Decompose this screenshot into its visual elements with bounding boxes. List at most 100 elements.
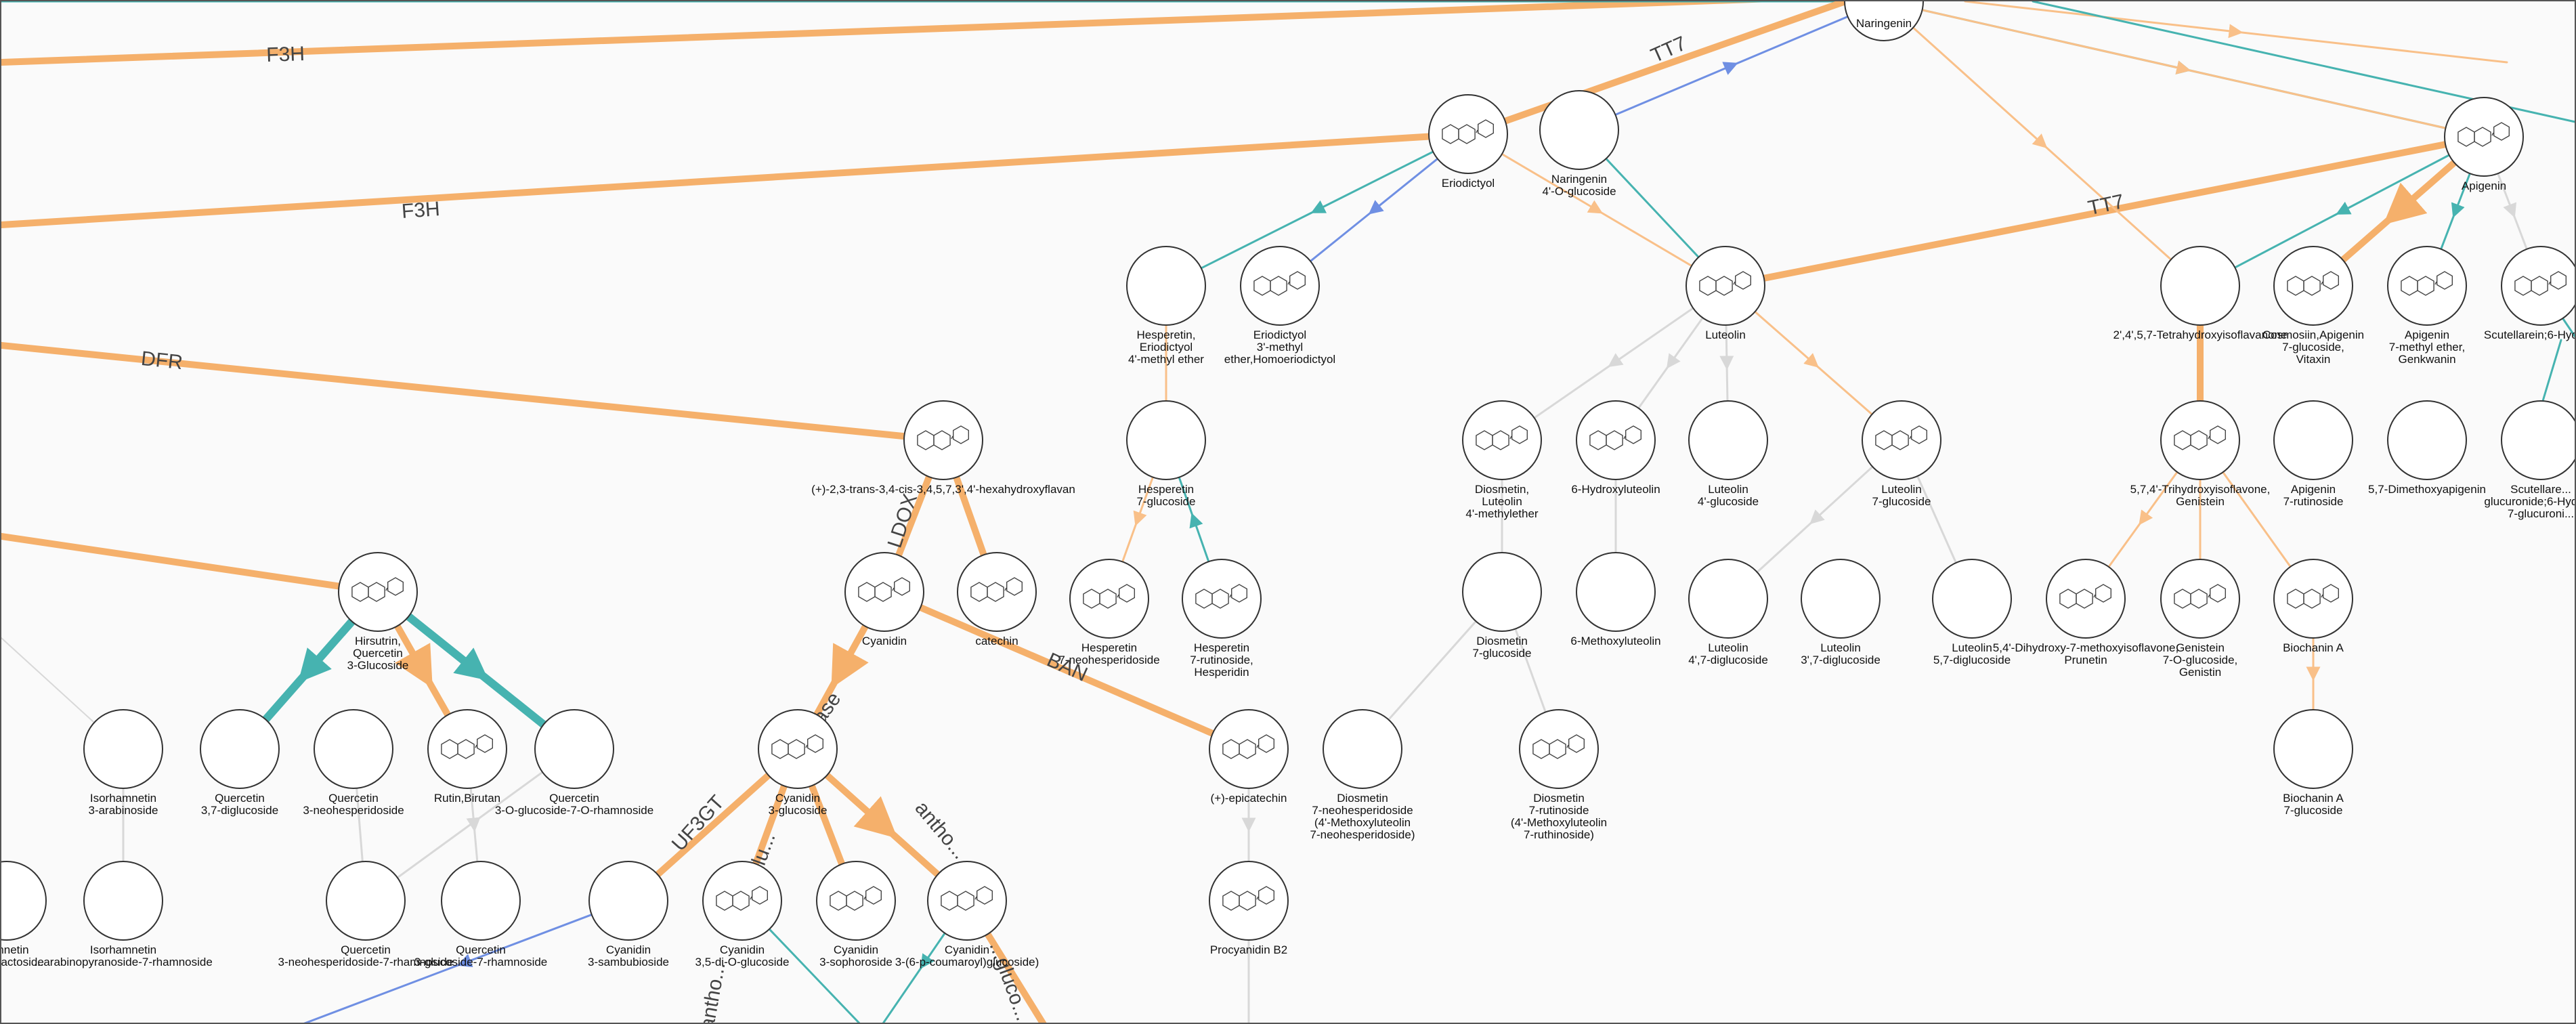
node-catechin[interactable]: catechin	[957, 552, 1037, 647]
node-circle[interactable]	[1209, 861, 1289, 941]
node-dimethoxyapigenin[interactable]: 5,7-Dimethoxyapigenin	[2368, 400, 2486, 496]
node-circle[interactable]	[2387, 246, 2467, 326]
node-procyanidin-b2[interactable]: Procyanidin B2	[1209, 861, 1289, 956]
node-circle[interactable]	[2273, 709, 2353, 789]
node-circle[interactable]	[441, 861, 521, 941]
node-apigenin[interactable]: Apigenin	[2444, 97, 2524, 192]
node-circle[interactable]	[2501, 400, 2576, 480]
node-circle[interactable]	[758, 709, 838, 789]
node-circle[interactable]	[1862, 400, 1941, 480]
node-circle[interactable]	[816, 861, 896, 941]
node-circle[interactable]	[1688, 400, 1768, 480]
node-circle[interactable]	[1932, 559, 2012, 639]
node-hexahydroxyflavan[interactable]: (+)-2,3-trans-3,4-cis-3,4,5,7,3',4'-hexa…	[811, 400, 1075, 496]
node-circle[interactable]	[314, 709, 393, 789]
node-circle[interactable]	[2046, 559, 2126, 639]
node-6-methoxyluteolin[interactable]: 6-Methoxyluteolin	[1570, 552, 1661, 647]
node-circle[interactable]	[927, 861, 1007, 941]
node-eriodictyol-3-methyl[interactable]: Eriodictyol3'-methylether,Homoeriodictyo…	[1224, 246, 1335, 366]
node-circle[interactable]	[83, 861, 163, 941]
node-circle[interactable]	[1576, 400, 1656, 480]
node-circle[interactable]	[2273, 400, 2353, 480]
node-circle[interactable]	[1069, 559, 1149, 639]
node-circle[interactable]	[1462, 400, 1542, 480]
node-circle[interactable]	[844, 552, 924, 632]
node-circle[interactable]	[427, 709, 507, 789]
node-circle[interactable]	[1688, 559, 1768, 639]
node-cyanidin[interactable]: Cyanidin	[844, 552, 924, 647]
node-circle[interactable]	[702, 861, 782, 941]
node-luteolin[interactable]: Luteolin	[1686, 246, 1765, 341]
node-circle[interactable]	[903, 400, 983, 480]
node-biochanin-a-glc[interactable]: Biochanin A7-glucoside	[2273, 709, 2353, 817]
node-isorhamnetin-left[interactable]: ...mnetin...l-galactoside	[1, 861, 47, 968]
node-circle[interactable]	[1462, 552, 1542, 632]
node-circle[interactable]	[1686, 246, 1765, 326]
node-circle[interactable]	[2501, 246, 2576, 326]
node-genistein[interactable]: 5,7,4'-Trihydroxyisoflavone,Genistein	[2130, 400, 2271, 508]
node-circle[interactable]	[2444, 97, 2524, 177]
node-circle[interactable]	[1126, 246, 1206, 326]
node-circle[interactable]	[588, 861, 668, 941]
node-rutin[interactable]: Rutin,Birutan	[427, 709, 507, 805]
node-6-hydroxyluteolin[interactable]: 6-Hydroxyluteolin	[1571, 400, 1660, 496]
node-circle[interactable]	[1182, 559, 1262, 639]
node-tetrahydroxyisoflavanone[interactable]: 2',4',5,7-Tetrahydroxyisoflavanone	[2113, 246, 2288, 341]
node-circle[interactable]	[326, 861, 406, 941]
node-circle[interactable]	[2273, 559, 2353, 639]
node-circle[interactable]	[83, 709, 163, 789]
node-circle[interactable]	[2387, 400, 2467, 480]
node-diosmetin-neohesp[interactable]: Diosmetin7-neohesperidoside(4'-Methoxylu…	[1310, 709, 1415, 841]
node-biochanin-a[interactable]: Biochanin A	[2273, 559, 2353, 654]
node-circle[interactable]	[200, 709, 280, 789]
node-circle[interactable]	[1576, 552, 1656, 632]
node-circle[interactable]	[1240, 246, 1320, 326]
node-diosmetin-rut[interactable]: Diosmetin7-rutinoside(4'-Methoxyluteolin…	[1511, 709, 1607, 841]
node-circle[interactable]	[1539, 90, 1619, 170]
node-circle[interactable]	[534, 709, 614, 789]
node-circle[interactable]	[1126, 400, 1206, 480]
node-eriodictyol[interactable]: Eriodictyol	[1428, 94, 1508, 190]
node-circle[interactable]	[2160, 246, 2240, 326]
node-circle[interactable]	[338, 552, 418, 632]
node-circle[interactable]	[1209, 709, 1289, 789]
node-circle[interactable]	[1428, 94, 1508, 174]
node-circle[interactable]	[1844, 1, 1924, 41]
node-isorhamnetin-3-rha[interactable]: Isorhamnetin...arabinopyranoside-7-rhamn…	[34, 861, 213, 968]
node-circle[interactable]	[1323, 709, 1402, 789]
node-circle[interactable]	[1, 861, 47, 941]
node-scutellarein-glc[interactable]: Scutellare...glucuronide;6-Hydro...7-glu…	[2484, 400, 2576, 520]
node-scutellarein-top[interactable]: Scutellarein;6-Hydro...	[2484, 246, 2576, 341]
node-prunetin[interactable]: 5,4'-Dihydroxy-7-methoxyisoflavone,Prune…	[1993, 559, 2178, 666]
node-circle[interactable]	[1801, 559, 1881, 639]
node-circle[interactable]	[1519, 709, 1599, 789]
